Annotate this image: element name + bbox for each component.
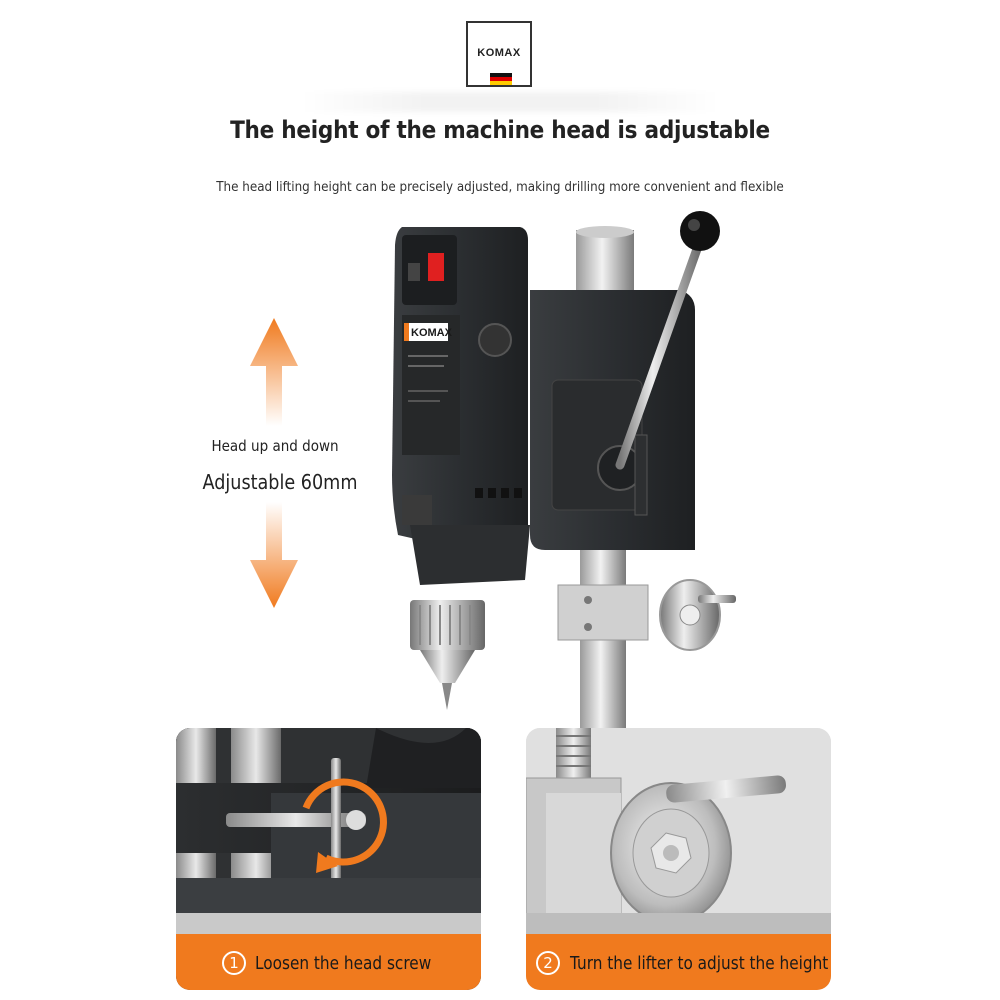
rotate-arrow-icon — [302, 778, 387, 866]
germany-flag-icon — [490, 73, 512, 85]
product-brand-label: KOMAX — [411, 327, 453, 339]
step-1-banner: 1 Loosen the head screw — [176, 934, 481, 990]
ghost-reflection — [300, 92, 720, 112]
up-arrow-icon — [250, 318, 298, 426]
head-screw-closeup-image — [176, 728, 481, 938]
adjustable-range-label: Adjustable 60mm — [202, 470, 358, 494]
step-1-number: 1 — [222, 951, 246, 975]
step-2-banner: 2 Turn the lifter to adjust the height — [526, 934, 831, 990]
page-subtitle: The head lifting height can be precisely… — [216, 180, 784, 195]
step-1-label: Loosen the head screw — [255, 953, 432, 974]
page-title: The height of the machine head is adjust… — [230, 116, 770, 144]
step-2-label: Turn the lifter to adjust the height — [570, 953, 829, 974]
drill-press-image: KOMAX — [392, 211, 736, 730]
up-down-arrow-icon — [250, 318, 298, 608]
step-2-panel: 2 Turn the lifter to adjust the height — [526, 728, 831, 990]
step-2-number: 2 — [536, 951, 560, 975]
logo-text: KOMAX — [477, 47, 521, 59]
head-up-down-label: Head up and down — [211, 437, 339, 455]
brand-logo: KOMAX — [466, 21, 532, 87]
step-1-panel: 1 Loosen the head screw — [176, 728, 481, 990]
down-arrow-icon — [250, 502, 298, 608]
lifter-handwheel-closeup-image — [526, 728, 831, 938]
